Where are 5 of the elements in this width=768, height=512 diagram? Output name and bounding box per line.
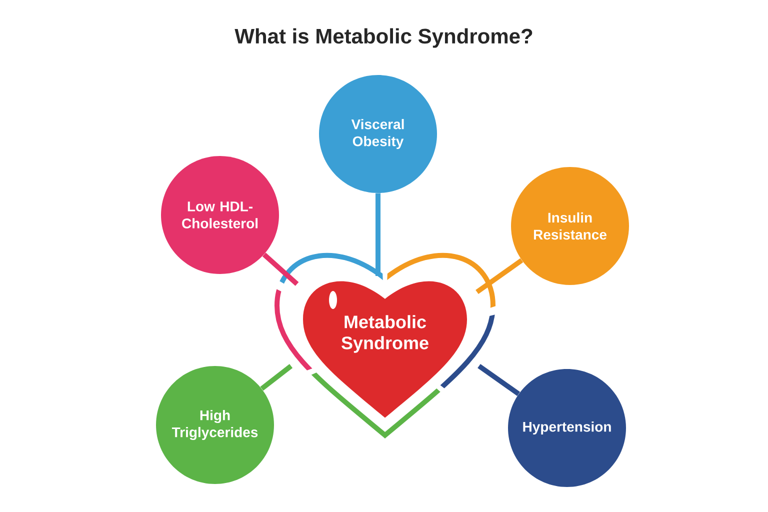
connector-line — [262, 252, 299, 286]
connector-line — [476, 258, 524, 294]
title: What is Metabolic Syndrome? — [234, 28, 532, 48]
connector-line — [260, 364, 293, 391]
connector-line — [478, 364, 520, 396]
